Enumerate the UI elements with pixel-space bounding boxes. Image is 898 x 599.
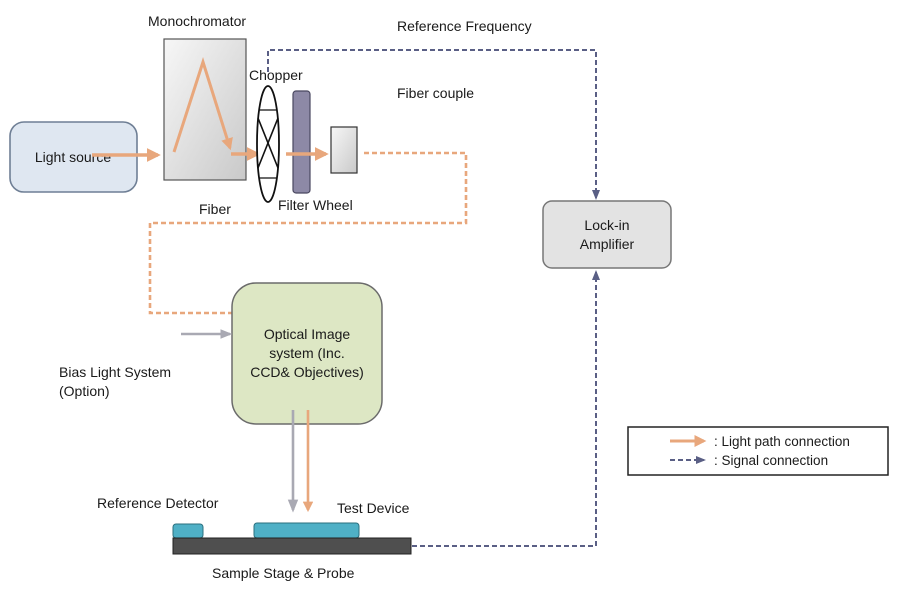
lockin-label-line1: Lock-in (584, 217, 629, 233)
sample-stage-label: Sample Stage & Probe (212, 565, 355, 581)
optical-label-line1: Optical Image (264, 326, 351, 342)
filter-wheel-label: Filter Wheel (278, 197, 353, 213)
fiber-label: Fiber (199, 201, 231, 217)
reference-frequency-line (267, 49, 600, 200)
reference-frequency-label: Reference Frequency (397, 18, 532, 34)
test-device (253, 522, 360, 539)
fiber-coupler (330, 126, 358, 174)
legend-light-path-label: : Light path connection (714, 434, 850, 449)
filter-wheel (292, 90, 311, 194)
monochromator-label: Monochromator (148, 13, 246, 29)
fiber-path (148, 151, 468, 315)
lockin-label-line2: Amplifier (580, 236, 635, 252)
lockin-amplifier-box (542, 200, 672, 269)
bias-light-label-line2: (Option) (59, 383, 110, 399)
light-source-box (9, 121, 138, 193)
bias-light-label-line1: Bias Light System (59, 364, 171, 380)
legend-signal-label: : Signal connection (714, 453, 828, 468)
chopper-blade-b (257, 117, 279, 169)
chopper-label: Chopper (249, 67, 303, 83)
light-path-in-mono (172, 57, 233, 153)
stage-signal-line (412, 270, 600, 547)
sample-stage (172, 537, 412, 555)
legend-box (627, 426, 889, 476)
fiber-couple-label: Fiber couple (397, 85, 474, 101)
optical-label-line3: CCD& Objectives) (250, 364, 364, 380)
reference-detector-label: Reference Detector (97, 495, 219, 511)
light-source-label: Light source (35, 149, 111, 165)
reference-detector (172, 523, 204, 539)
optical-label-line2: system (Inc. (269, 345, 344, 361)
monochromator-box (163, 38, 247, 181)
test-device-label: Test Device (337, 500, 410, 516)
